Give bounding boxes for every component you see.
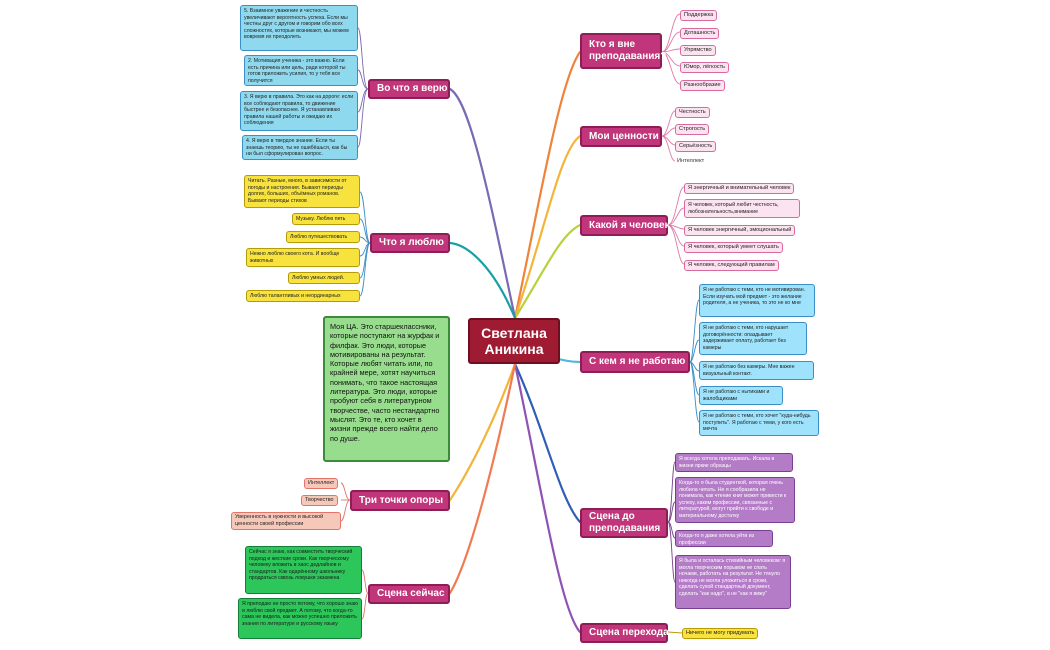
leaf-listens[interactable]: Я человек, который умеет слушать	[684, 242, 783, 253]
branch-my-values[interactable]: Мои ценности	[580, 126, 662, 147]
central-topic[interactable]: Светлана Аникина	[468, 318, 560, 364]
branch-scene-before[interactable]: Сцена до преподавания	[580, 508, 668, 538]
leaf-now-why-teach[interactable]: Я преподаю не просто потому, что хорошо …	[238, 598, 362, 639]
leaf-support[interactable]: Поддержка	[680, 10, 718, 21]
branch-three-pillars[interactable]: Три точки опоры	[350, 490, 450, 511]
branch-what-person[interactable]: Какой я человек	[580, 215, 670, 236]
leaf-love-talented[interactable]: Люблю талантливых и неординарных	[246, 290, 360, 302]
leaf-wanted-to-quit[interactable]: Когда-то я даже хотела уйти из профессии	[675, 530, 773, 547]
connector-right-5	[513, 362, 582, 524]
leaf-love-smart-people[interactable]: Люблю умных людей.	[288, 272, 360, 284]
branch-who-outside-teaching[interactable]: Кто я вне преподавания?	[580, 33, 666, 69]
leaf-emotional[interactable]: Я человек энергичный, эмоциональный	[684, 225, 796, 236]
leaf-loves-honesty[interactable]: Я человек, который любит честность, любо…	[684, 199, 800, 218]
target-audience-note[interactable]: Моя ЦА. Это старшеклассники, которые пос…	[323, 316, 450, 462]
leaf-student-reader[interactable]: Когда-то я была студенткой, которая очен…	[675, 477, 795, 523]
leaf-thoroughness[interactable]: Доташность	[680, 28, 720, 39]
leaf-no-camera[interactable]: Я не работаю без камеры. Мне важен визуа…	[699, 361, 814, 380]
leaf-pillar-confidence[interactable]: Уверенность в нужности и высокой ценност…	[231, 512, 341, 530]
leaf-seriousness[interactable]: Серьёзность	[675, 141, 717, 152]
connector-right-1	[513, 50, 582, 320]
leaf-always-wanted[interactable]: Я всегда хотела преподавать. Искала в жи…	[675, 453, 793, 472]
leaf-whiners[interactable]: Я не работаю с нытиками и жалобщиками	[699, 386, 783, 405]
leaf-has-dream[interactable]: Я не работаю с теми, кто хочет "куда-ниб…	[699, 410, 819, 436]
connector-left-3	[448, 362, 517, 502]
leaf-love-cat[interactable]: Нежно люблю своего кота. И вообще животн…	[246, 248, 360, 267]
connector-left-1	[448, 87, 517, 320]
leaf-diversity[interactable]: Разнообразие	[680, 80, 725, 91]
leaf-energetic[interactable]: Я энергичный и внимательный человек	[684, 183, 795, 194]
connector-left-4	[448, 362, 517, 595]
leaf-spontaneous[interactable]: Я была и осталась стихийным человеком: я…	[675, 555, 791, 609]
leaf-breaks-agreements[interactable]: Я не работаю с теми, кто нарушает догово…	[699, 322, 807, 355]
branch-what-i-love[interactable]: Что я люблю	[370, 233, 450, 253]
leaf-stubbornness[interactable]: Упрямство	[680, 45, 716, 56]
branch-scene-now[interactable]: Сцена сейчас	[368, 584, 450, 604]
leaf-humor[interactable]: Юмор, лёгкость	[680, 62, 730, 73]
leaf-pillar-intellect[interactable]: Интеллект	[304, 478, 339, 489]
leaf-belief-motivation[interactable]: 2. Мотивация ученика - это важно. Если е…	[244, 55, 358, 86]
leaf-belief-knowledge[interactable]: 4. Я верю в твердое знание. Если ты знае…	[242, 135, 358, 160]
leaf-pillar-creativity[interactable]: Творчество	[301, 495, 338, 506]
leaf-nothing-comes-to-mind[interactable]: Ничего не могу придумать	[682, 628, 759, 639]
leaf-belief-rules[interactable]: 3. Я верю в правила. Это как на дороге: …	[240, 91, 358, 131]
connector-right-3	[513, 223, 582, 320]
leaf-now-creative-deadlines[interactable]: Сейчас я знаю, как совместить творческий…	[245, 546, 362, 594]
leaf-strictness[interactable]: Строгость	[675, 124, 710, 135]
branch-what-i-believe[interactable]: Во что я верю	[368, 79, 450, 99]
leaf-love-reading[interactable]: Читать. Разные, много, в зависимости от …	[244, 175, 360, 208]
branch-who-i-dont-work-with[interactable]: С кем я не работаю	[580, 351, 690, 373]
leaf-intellect[interactable]: Интеллект	[677, 158, 705, 164]
leaf-unmotivated[interactable]: Я не работаю с теми, кто не мотивирован.…	[699, 284, 815, 317]
leaf-love-music[interactable]: Музыку. Люблю петь	[292, 213, 360, 225]
connector-left-2	[448, 241, 517, 320]
connector-right-2	[513, 134, 582, 320]
branch-scene-transition[interactable]: Сцена перехода	[580, 623, 669, 643]
leaf-belief-respect[interactable]: 5. Взаимное уважение и честность увеличи…	[240, 5, 358, 51]
leaf-honesty[interactable]: Честность	[675, 107, 710, 118]
leaf-love-travel[interactable]: Люблю путешествовать	[286, 231, 360, 243]
leaf-follows-rules[interactable]: Я человек, следующий правилам	[684, 260, 779, 271]
connector-right-6	[513, 362, 582, 634]
